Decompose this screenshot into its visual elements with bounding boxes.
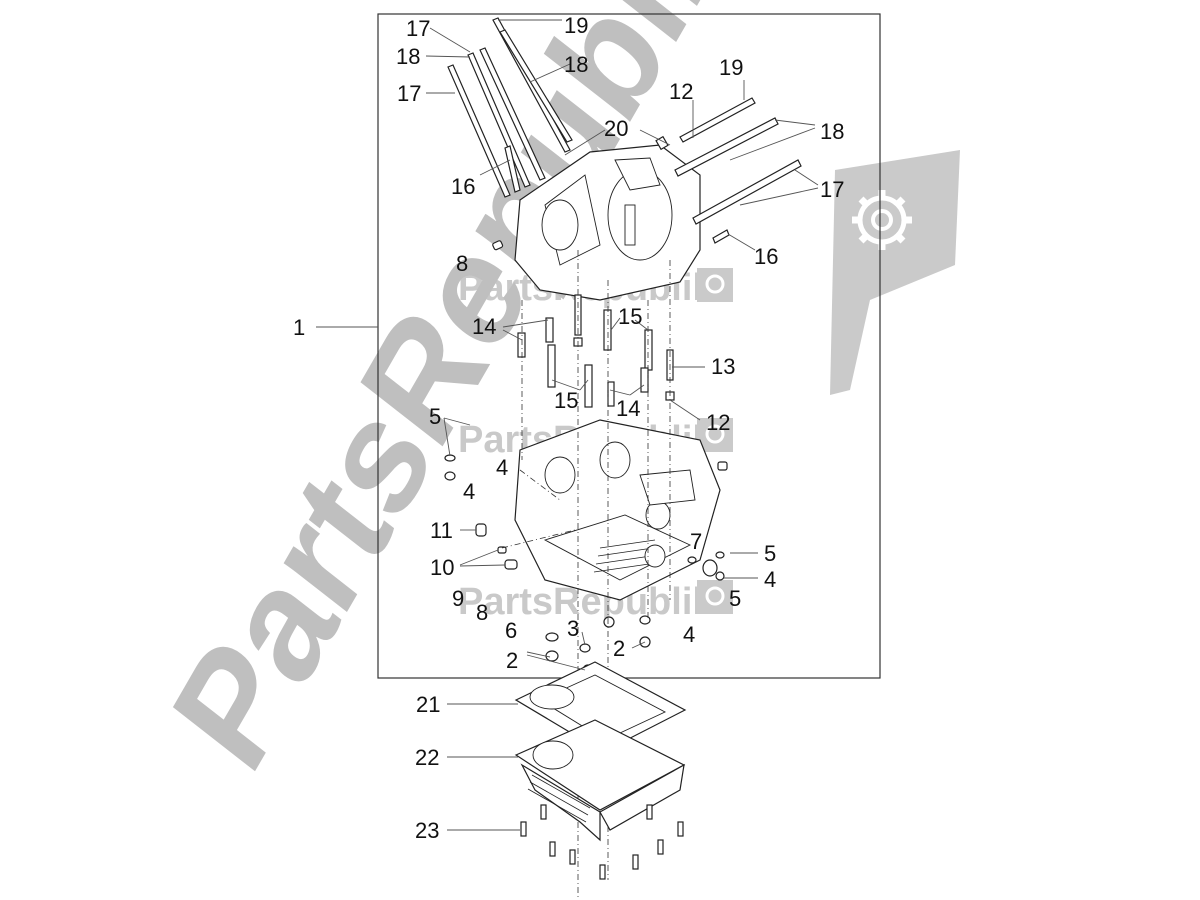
callout-12[interactable]: 12	[706, 410, 730, 435]
callout-5[interactable]: 5	[429, 404, 441, 429]
watermark-flag	[830, 150, 960, 395]
lower-crankcase	[514, 419, 721, 601]
leader-lines	[425, 19, 819, 831]
callout-5[interactable]: 5	[729, 586, 741, 611]
gear-icon	[705, 586, 725, 606]
callout-22[interactable]: 22	[415, 745, 439, 770]
callout-18[interactable]: 18	[396, 44, 420, 69]
callout-7[interactable]: 7	[690, 529, 702, 554]
callout-16[interactable]: 16	[451, 174, 475, 199]
oil-sump	[514, 719, 686, 842]
upper-crankcase	[514, 144, 701, 301]
callout-4[interactable]: 4	[463, 479, 475, 504]
callout-16[interactable]: 16	[754, 244, 778, 269]
gear-icon	[852, 190, 912, 250]
watermark-large-text: PartsRepublik	[142, 0, 779, 800]
callout-19[interactable]: 19	[564, 13, 588, 38]
small-fasteners	[444, 240, 728, 676]
callout-17[interactable]: 17	[406, 16, 430, 41]
callout-4[interactable]: 4	[683, 622, 695, 647]
callout-2[interactable]: 2	[613, 636, 625, 661]
callout-18[interactable]: 18	[564, 52, 588, 77]
oil-sump-gasket	[514, 661, 687, 753]
callout-20[interactable]: 20	[604, 116, 628, 141]
gear-icon	[705, 274, 725, 294]
callout-15[interactable]: 15	[554, 388, 578, 413]
callout-2[interactable]: 2	[506, 648, 518, 673]
assembly-frame	[377, 13, 881, 679]
callout-14[interactable]: 14	[472, 314, 496, 339]
callout-10[interactable]: 10	[430, 555, 454, 580]
callout-17[interactable]: 17	[397, 81, 421, 106]
gear-icon	[705, 424, 725, 444]
callout-15[interactable]: 15	[618, 304, 642, 329]
callout-3[interactable]: 3	[567, 616, 579, 641]
callout-8[interactable]: 8	[476, 600, 488, 625]
callout-19[interactable]: 19	[719, 55, 743, 80]
sump-screws	[520, 804, 684, 880]
callout-14[interactable]: 14	[616, 396, 640, 421]
callout-23[interactable]: 23	[415, 818, 439, 843]
callout-labels: 1 2 2 3 4 4 4 4 5 5 5 6 7 8 8 9 10 11 12…	[293, 13, 844, 843]
callout-8[interactable]: 8	[456, 251, 468, 276]
callout-4[interactable]: 4	[764, 567, 776, 592]
callout-21[interactable]: 21	[416, 692, 440, 717]
callout-17[interactable]: 17	[820, 177, 844, 202]
callout-9[interactable]: 9	[452, 586, 464, 611]
callout-4[interactable]: 4	[496, 455, 508, 480]
callout-5[interactable]: 5	[764, 541, 776, 566]
studs-upper-left	[447, 17, 573, 198]
callout-12[interactable]: 12	[669, 79, 693, 104]
callout-13[interactable]: 13	[711, 354, 735, 379]
callout-1[interactable]: 1	[293, 315, 305, 340]
callout-11[interactable]: 11	[430, 518, 453, 543]
callout-6[interactable]: 6	[505, 618, 517, 643]
callout-18[interactable]: 18	[820, 119, 844, 144]
